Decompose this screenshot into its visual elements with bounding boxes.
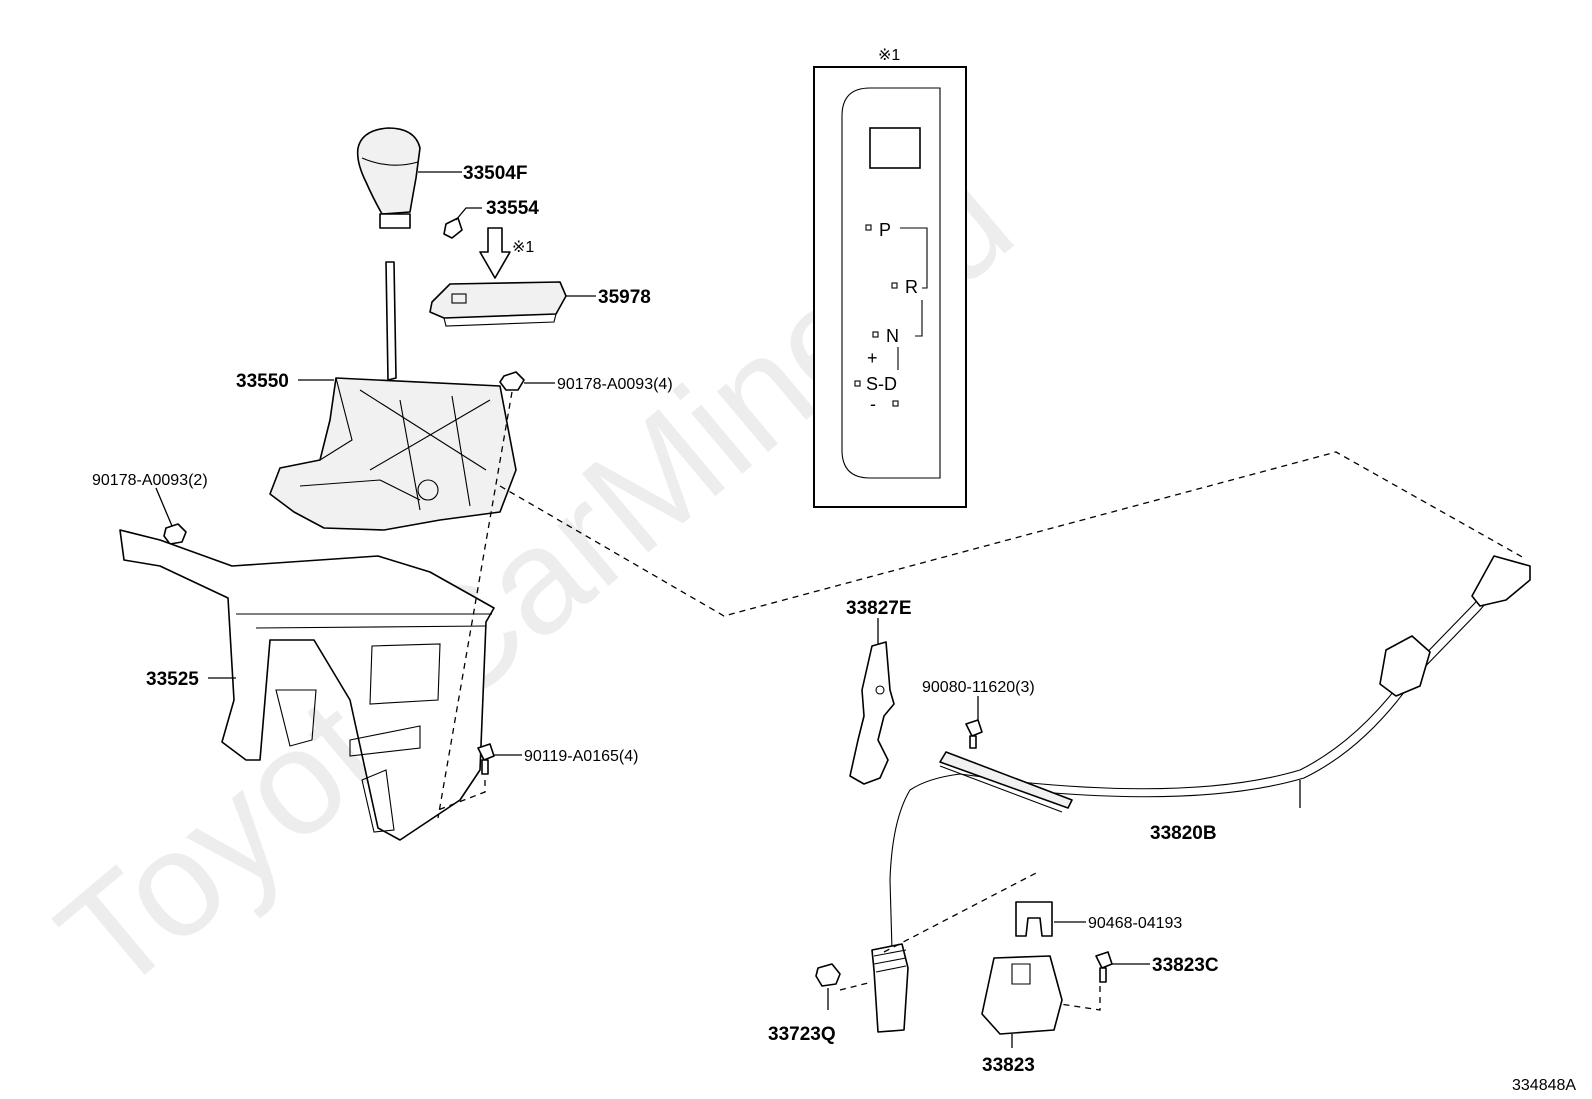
shift-lever-rod bbox=[385, 261, 397, 381]
guide-bolt-c bbox=[1059, 986, 1101, 1011]
retainer-drawing bbox=[981, 955, 1063, 1035]
nut-a-drawing bbox=[499, 371, 525, 391]
shift-knob-label: 33504F bbox=[463, 163, 527, 184]
cable-label: 33820B bbox=[1150, 823, 1217, 844]
install-arrow-note: ※1 bbox=[512, 239, 534, 256]
clamp-plate-drawing bbox=[849, 641, 895, 785]
bracket-drawing bbox=[119, 529, 495, 841]
indicator-cover-label: 35978 bbox=[598, 287, 651, 308]
gear-minus: - bbox=[870, 394, 876, 414]
plug-drawing bbox=[443, 217, 463, 239]
retainer-label: 33823 bbox=[982, 1055, 1035, 1076]
bolt-b-label: 90080-11620(3) bbox=[922, 679, 1035, 696]
bolt-b-drawing bbox=[965, 719, 983, 749]
shift-lever-assy-drawing bbox=[269, 377, 517, 531]
guide-bolt-a bbox=[437, 780, 486, 811]
indicator-cover-drawing bbox=[429, 281, 567, 327]
gear-sd: S-D bbox=[866, 374, 897, 394]
gear-r: R bbox=[905, 277, 918, 297]
gear-p: P bbox=[879, 220, 891, 240]
clamp-plate-label: 33827E bbox=[846, 598, 912, 619]
guide-nut-c bbox=[839, 871, 1039, 991]
install-arrow bbox=[479, 227, 511, 279]
gear-n: N bbox=[886, 326, 899, 346]
nut-a-label: 90178-A0093(4) bbox=[557, 376, 673, 393]
nut-c-label: 33723Q bbox=[768, 1024, 836, 1045]
bracket-label: 33525 bbox=[146, 669, 199, 690]
shift-knob-drawing bbox=[356, 127, 421, 229]
bolt-a-label: 90119-A0165(4) bbox=[524, 748, 638, 765]
nut-b-leader bbox=[155, 487, 173, 527]
bolt-c-drawing bbox=[1095, 951, 1113, 983]
inset-note: ※1 bbox=[878, 47, 900, 64]
bolt-a-drawing bbox=[477, 743, 495, 775]
clip-drawing bbox=[1015, 901, 1053, 937]
nut-b-drawing bbox=[163, 523, 187, 545]
figure-code: 334848A bbox=[1512, 1077, 1576, 1094]
gear-plus: + bbox=[867, 348, 878, 368]
bolt-c-label: 33823C bbox=[1152, 955, 1219, 976]
guide-cable-route bbox=[499, 451, 1525, 617]
plug-label: 33554 bbox=[486, 198, 539, 219]
inset-panel: ※1 P R N + S-D - bbox=[813, 47, 967, 508]
clip-label: 90468-04193 bbox=[1088, 915, 1182, 932]
nut-c-drawing bbox=[815, 963, 841, 987]
cable-drawing bbox=[871, 555, 1531, 1033]
plug-leader bbox=[455, 207, 482, 221]
nut-b-label: 90178-A0093(2) bbox=[92, 472, 208, 489]
shift-lever-assy-label: 33550 bbox=[236, 371, 289, 392]
